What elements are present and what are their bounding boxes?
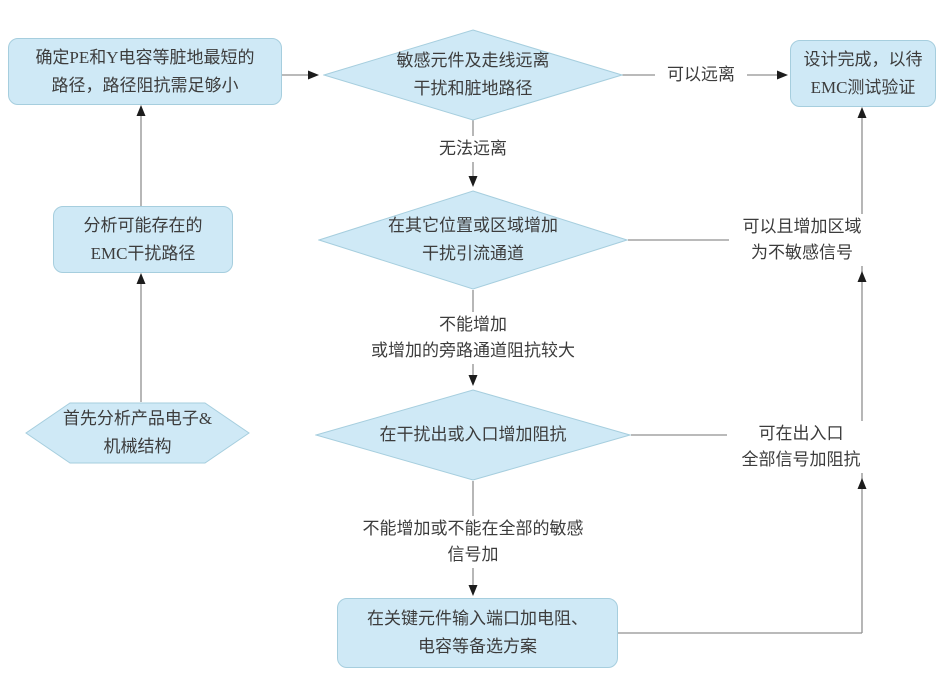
node-keep-away-decision-text: 敏感元件及走线远离 干扰和脏地路径 — [396, 51, 550, 98]
node-determine-pe-path: 确定PE和Y电容等脏地最短的 路径，路径阻抗需足够小 — [8, 38, 282, 105]
node-key-component-fallback: 在关键元件输入端口加电阻、 电容等备选方案 — [337, 598, 618, 668]
diamond-shape — [323, 29, 623, 121]
edge-label-can-add-impedance-all-ports: 可在出入口 全部信号加阻抗 — [727, 421, 875, 473]
edge-label-can-add-nonsensitive-area: 可以且增加区域 为不敏感信号 — [729, 214, 875, 266]
node-analyze-emc-paths-text: 分析可能存在的 EMC干扰路径 — [83, 215, 203, 263]
node-analyze-emc-paths: 分析可能存在的 EMC干扰路径 — [53, 206, 233, 273]
node-start-hexagon-text: 首先分析产品电子& 机械结构 — [62, 409, 213, 456]
edge-label-cannot-add-bypass: 不能增加 或增加的旁路通道阻抗较大 — [361, 312, 585, 364]
node-design-complete-text: 设计完成，以待 EMC测试验证 — [803, 49, 923, 97]
node-determine-pe-path-text: 确定PE和Y电容等脏地最短的 路径，路径阻抗需足够小 — [35, 47, 255, 95]
node-add-bypass-decision: 在其它位置或区域增加 干扰引流通道 — [318, 190, 628, 290]
diamond-shape — [315, 389, 631, 481]
node-design-complete: 设计完成，以待 EMC测试验证 — [790, 40, 936, 107]
node-add-bypass-decision-text: 在其它位置或区域增加 干扰引流通道 — [388, 216, 558, 263]
hexagon-shape — [25, 402, 250, 464]
node-add-impedance-decision: 在干扰出或入口增加阻抗 — [315, 389, 631, 481]
node-key-component-fallback-text: 在关键元件输入端口加电阻、 电容等备选方案 — [367, 609, 588, 656]
node-add-impedance-decision-text: 在干扰出或入口增加阻抗 — [379, 425, 567, 444]
edge-label-can-keep-away: 可以远离 — [655, 62, 747, 88]
edge-label-cannot-keep-away: 无法远离 — [427, 136, 519, 162]
node-start-hexagon: 首先分析产品电子& 机械结构 — [25, 402, 250, 464]
node-keep-away-decision: 敏感元件及走线远离 干扰和脏地路径 — [323, 29, 623, 121]
arrowheads — [136, 70, 867, 596]
diamond-shape — [318, 190, 628, 290]
edge-label-cannot-add-all-sensitive: 不能增加或不能在全部的敏感 信号加 — [353, 516, 593, 568]
